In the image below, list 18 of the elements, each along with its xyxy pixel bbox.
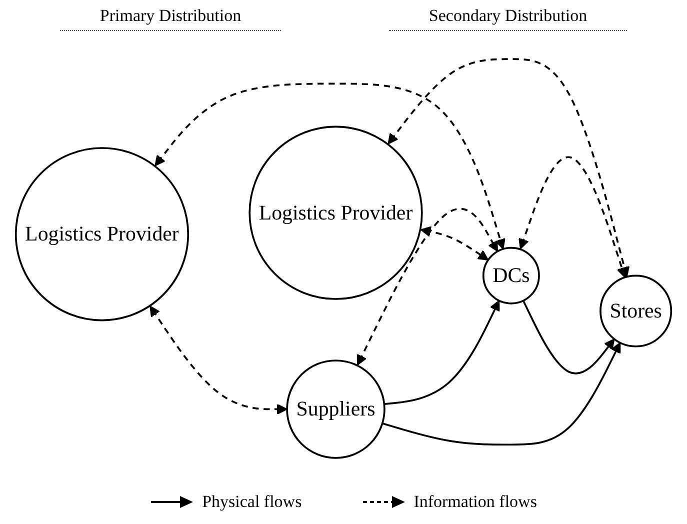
arrow xyxy=(522,300,615,374)
section-heading: Primary Distribution xyxy=(60,6,282,31)
arrow xyxy=(356,208,498,366)
legend-label: Physical flows xyxy=(202,492,302,512)
node-circle: Stores xyxy=(600,274,672,348)
node-circle: Logistics Provider xyxy=(248,126,423,300)
node-circle: Logistics Provider xyxy=(14,147,190,322)
node-circle: Suppliers xyxy=(286,360,386,459)
arrow xyxy=(518,156,628,278)
legend-label: Information flows xyxy=(414,492,537,512)
arrow xyxy=(420,226,489,261)
arrow xyxy=(154,82,506,250)
arrow xyxy=(150,306,288,415)
section-heading: Secondary Distribution xyxy=(388,6,628,31)
arrow xyxy=(382,342,621,446)
node-circle: DCs xyxy=(482,246,540,304)
arrow xyxy=(384,300,500,406)
arrow xyxy=(388,58,630,278)
